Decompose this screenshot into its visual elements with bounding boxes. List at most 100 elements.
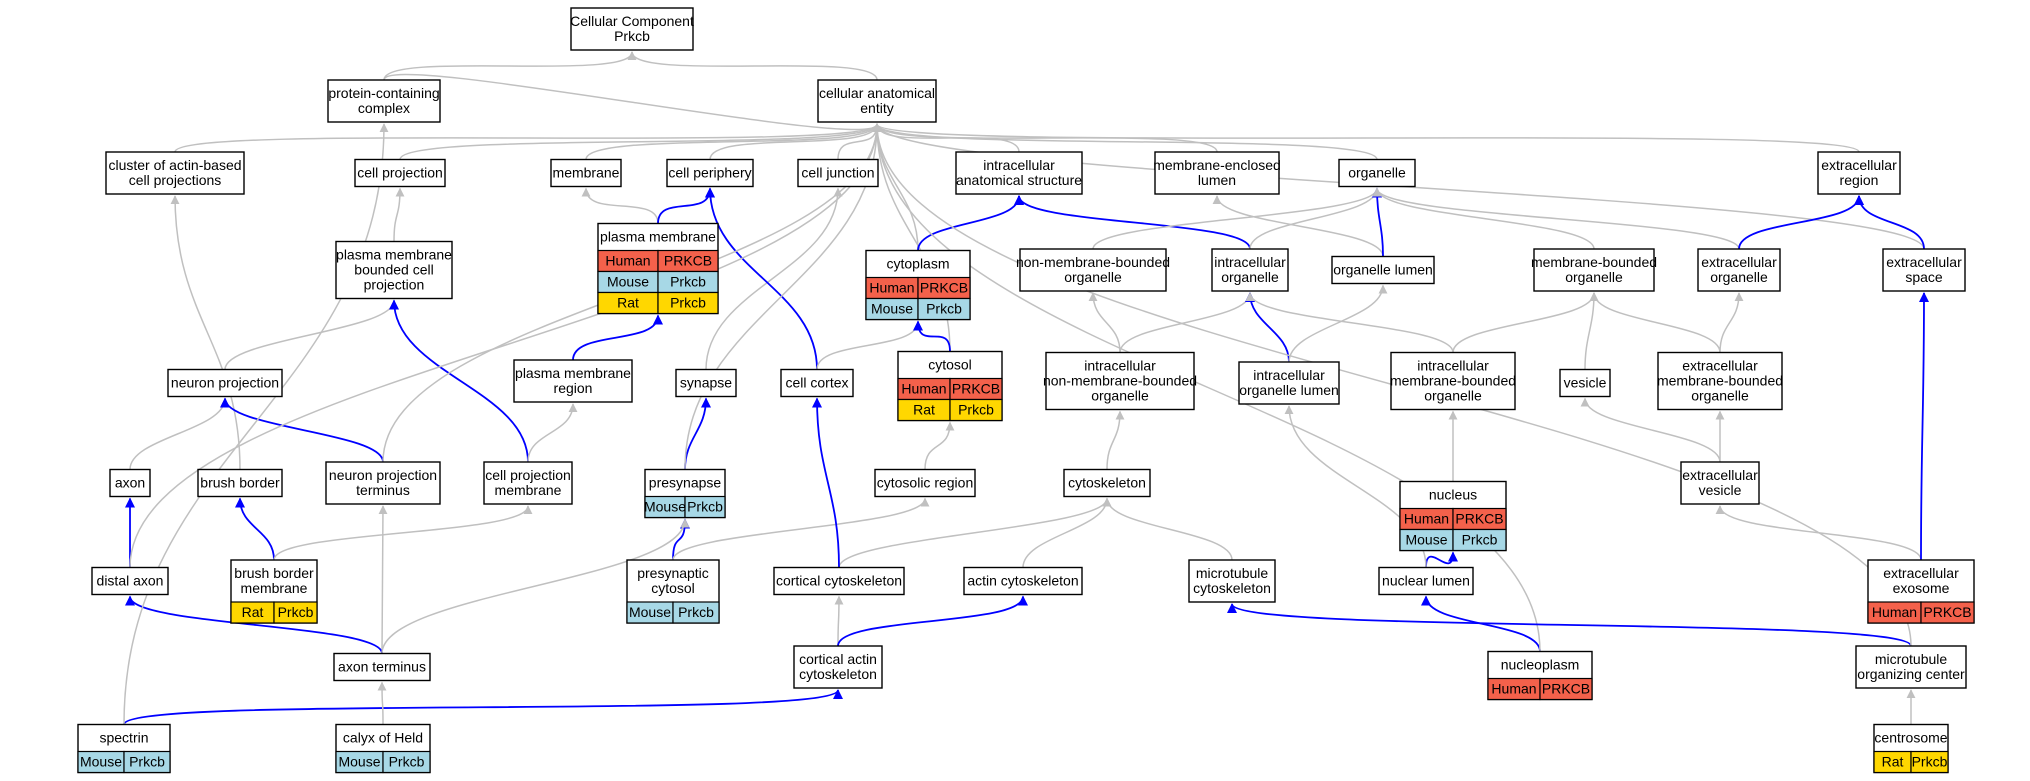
gene-symbol: Prkcb — [129, 754, 165, 770]
term-node-daxon[interactable]: distal axon — [91, 566, 169, 596]
edge-cae-to-root — [627, 51, 878, 81]
term-label-line: plasma membrane — [600, 229, 716, 245]
edge-pcc-to-cae — [383, 73, 882, 133]
term-node-olumen[interactable]: organelle lumen — [1331, 255, 1435, 285]
term-label-line: cell projection — [485, 467, 571, 483]
term-node-box — [1697, 248, 1781, 292]
term-node-organelle[interactable]: organelle — [1338, 158, 1416, 188]
term-node-cproj[interactable]: cell projection — [354, 158, 446, 188]
term-node-cytoskel[interactable]: cytoskeleton — [1063, 468, 1151, 498]
edge-cytreg-to-cytosol — [924, 421, 955, 470]
species-label: Mouse — [80, 754, 122, 770]
term-node-box — [797, 158, 879, 188]
term-label-line: intracellular — [1253, 367, 1325, 383]
gene-cell — [949, 398, 1003, 422]
term-node-cjunc[interactable]: cell junction — [797, 158, 879, 188]
edge-npt-to-nproj — [220, 397, 384, 463]
edge-cacsk-to-ccsk — [834, 595, 844, 647]
term-node-box — [105, 151, 245, 195]
term-node-box — [483, 461, 573, 505]
term-node-nlumen[interactable]: nuclear lumen — [1378, 566, 1474, 596]
term-label-line: bounded cell — [354, 262, 433, 278]
term-label-line: vesicle — [1564, 375, 1607, 391]
edge-cytoplasm-to-cae — [872, 123, 919, 251]
term-label-line: organelle — [1221, 269, 1279, 285]
term-node-ccortex[interactable]: cell cortex — [780, 368, 854, 398]
term-label-line: intracellular — [983, 157, 1055, 173]
edge-olumen-to-organelle — [1372, 187, 1384, 257]
term-node-ccsk[interactable]: cortical cytoskeleton — [773, 566, 905, 596]
gene-symbol: Prkcb — [958, 402, 994, 418]
term-node-aterm[interactable]: axon terminus — [333, 652, 431, 682]
edge-ccsk-to-ccortex — [812, 397, 840, 568]
term-label-line: cytoskeleton — [799, 666, 877, 682]
edge-calyx-to-aterm — [377, 681, 387, 725]
term-node-vesicle[interactable]: vesicle — [1559, 368, 1611, 398]
term-node-axon[interactable]: axon — [109, 468, 151, 498]
edge-nproj-to-pmbcp — [224, 299, 399, 370]
edge-ecmbo-to-mbo — [1589, 292, 1721, 353]
term-node-nproj[interactable]: neuron projection — [167, 368, 283, 398]
gene-symbol: PRKCB — [1455, 511, 1503, 527]
edge-io-to-organelle — [1249, 187, 1382, 250]
term-node-acsk[interactable]: actin cytoskeleton — [963, 566, 1083, 596]
term-node-inmbo[interactable]: intracellularnon-membrane-boundedorganel… — [1043, 351, 1197, 411]
term-label-line: membrane — [241, 580, 308, 596]
term-node-synapse[interactable]: synapse — [675, 368, 737, 398]
term-label-line: protein-containing — [328, 85, 439, 101]
term-node-cperiph[interactable]: cell periphery — [666, 158, 754, 188]
edge-ecv-to-vesicle — [1580, 397, 1721, 463]
gene-cell — [917, 297, 971, 321]
term-node-box — [1855, 645, 1967, 689]
edge-cpm-to-pmr — [527, 403, 578, 463]
term-node-cytreg[interactable]: cytosolic region — [874, 468, 976, 498]
term-label-line: cellular anatomical — [819, 85, 935, 101]
gene-symbol: Prkcb — [670, 295, 706, 311]
term-label-line: complex — [358, 100, 410, 116]
term-node-bborder[interactable]: brush border — [197, 468, 283, 498]
term-label-line: calyx of Held — [343, 730, 423, 746]
species-label: Human — [869, 280, 914, 296]
term-node-box — [817, 79, 937, 123]
edge-nmbo-to-organelle — [1092, 187, 1382, 250]
term-label-line: neuron projection — [329, 467, 437, 483]
term-node-membrane[interactable]: membrane — [550, 158, 622, 188]
